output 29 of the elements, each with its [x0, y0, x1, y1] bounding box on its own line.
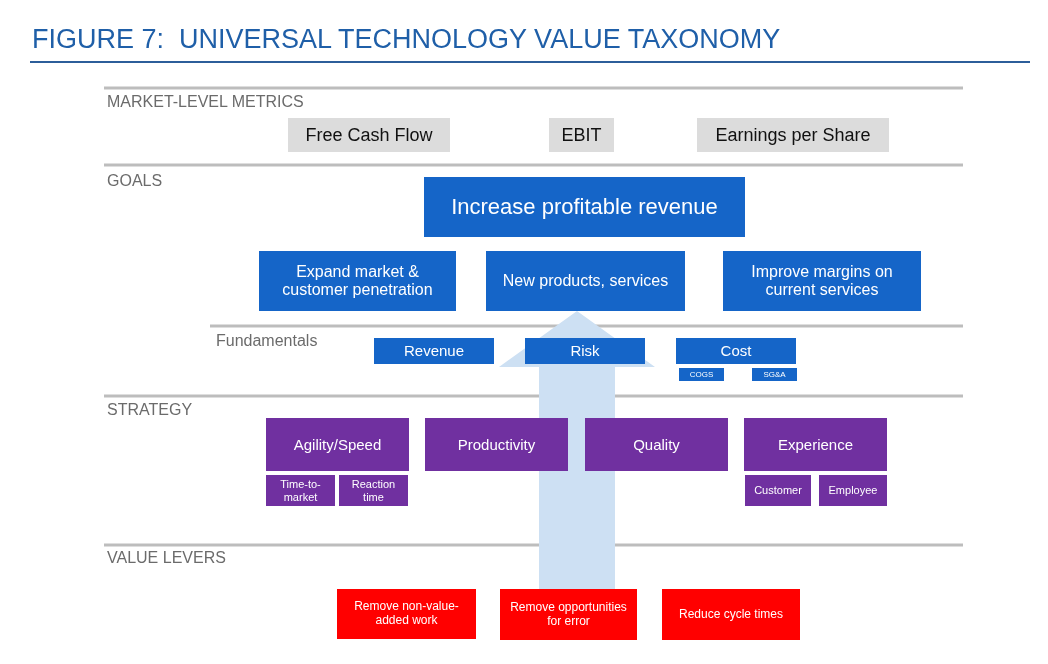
fundamental-box: Risk: [525, 338, 645, 364]
strategy-box: Employee: [819, 475, 887, 506]
section-label: VALUE LEVERS: [107, 549, 226, 567]
value-lever-box: Remove non-value-added work: [337, 589, 476, 639]
goal-box: New products, services: [486, 251, 685, 311]
fundamental-box: Cost: [676, 338, 796, 364]
strategy-box: Time-to-market: [266, 475, 335, 506]
metric-box: EBIT: [549, 118, 614, 152]
goal-box: Improve margins on current services: [723, 251, 921, 311]
section-label: MARKET-LEVEL METRICS: [107, 93, 304, 111]
value-lever-box: Remove opportunities for error: [500, 589, 637, 640]
section-label: GOALS: [107, 172, 163, 190]
strategy-box: Quality: [585, 418, 728, 471]
metric-box: Free Cash Flow: [288, 118, 450, 152]
strategy-box: Agility/Speed: [266, 418, 409, 471]
goal-box: Expand market & customer penetration: [259, 251, 456, 311]
strategy-box: Customer: [745, 475, 811, 506]
fundamental-box: SG&A: [752, 368, 797, 381]
figure-title: FIGURE 7: UNIVERSAL TECHNOLOGY VALUE TAXONOMY: [32, 24, 781, 55]
section-label: STRATEGY: [107, 401, 193, 419]
strategy-box: Reaction time: [339, 475, 408, 506]
metric-box: Earnings per Share: [697, 118, 889, 152]
value-lever-box: Reduce cycle times: [662, 589, 800, 640]
fundamental-box: COGS: [679, 368, 724, 381]
goal-box: Increase profitable revenue: [424, 177, 745, 237]
fundamental-box: Revenue: [374, 338, 494, 364]
strategy-box: Experience: [744, 418, 887, 471]
strategy-box: Productivity: [425, 418, 568, 471]
section-label: Fundamentals: [216, 332, 318, 350]
